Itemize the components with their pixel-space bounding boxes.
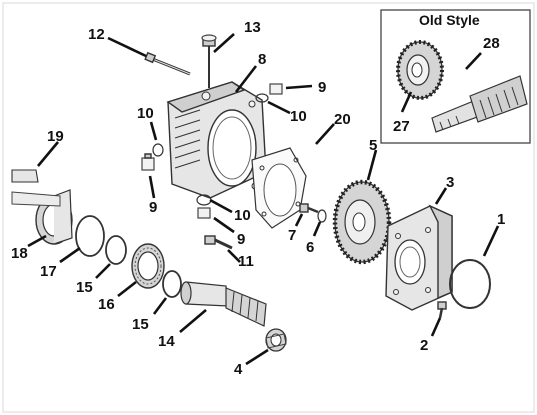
output-gear — [332, 179, 392, 265]
callout-9-lower: 9 — [237, 231, 245, 248]
leader-13 — [213, 33, 235, 53]
old-style-inset: Old Style 27 28 — [380, 9, 531, 144]
housing-fins — [174, 109, 201, 169]
oil-seal — [35, 189, 73, 245]
leader-11 — [227, 249, 241, 263]
shaft-end — [11, 169, 61, 207]
plug-upper — [255, 83, 283, 103]
callout-7: 7 — [288, 227, 296, 244]
callout-28: 28 — [483, 35, 500, 52]
callout-18: 18 — [11, 245, 28, 262]
callout-3: 3 — [446, 174, 454, 191]
leader-19 — [37, 141, 59, 167]
leader-14 — [179, 309, 207, 333]
callout-1: 1 — [497, 211, 505, 228]
callout-5: 5 — [369, 137, 377, 154]
inset-title: Old Style — [419, 12, 480, 28]
leader-6 — [312, 221, 322, 237]
old-style-gear — [396, 40, 444, 100]
callout-4: 4 — [234, 361, 243, 378]
callout-27: 27 — [393, 118, 410, 135]
leader-27 — [400, 91, 413, 113]
callout-19: 19 — [47, 128, 64, 145]
leader-2 — [430, 317, 442, 337]
callout-13: 13 — [244, 19, 261, 36]
old-style-shaft — [431, 75, 528, 133]
callout-10-upper: 10 — [290, 108, 307, 125]
ball-bearing — [131, 243, 165, 289]
callout-6: 6 — [306, 239, 314, 256]
leader-9-upper — [285, 84, 313, 90]
snap-ring-upper — [105, 235, 127, 265]
callout-2: 2 — [420, 337, 428, 354]
leader-lines — [27, 33, 500, 366]
callout-16: 16 — [98, 296, 115, 313]
leader-28 — [465, 52, 482, 70]
callout-9-left: 9 — [149, 199, 157, 216]
leader-3 — [434, 187, 448, 205]
leader-20 — [315, 123, 335, 145]
callout-numbers: 12 13 8 9 10 10 9 10 9 11 20 5 3 1 7 6 2… — [11, 19, 505, 378]
leader-15-lower — [152, 297, 168, 315]
snap-ring-lower — [162, 270, 182, 298]
callout-15-upper: 15 — [76, 279, 93, 296]
leader-16 — [117, 280, 137, 298]
leader-8 — [234, 65, 258, 93]
long-bolt — [144, 51, 191, 76]
callout-14: 14 — [158, 333, 175, 350]
leader-5 — [366, 149, 378, 181]
leader-12 — [107, 36, 147, 58]
large-o-ring — [449, 259, 491, 309]
leader-4 — [245, 348, 269, 366]
plug-lower — [196, 194, 212, 219]
needle-bearing — [265, 328, 287, 352]
callout-12: 12 — [88, 26, 105, 43]
callout-17: 17 — [40, 263, 57, 280]
leader-9-left — [148, 175, 156, 199]
leader-9-lower — [213, 216, 235, 234]
leader-18 — [27, 234, 47, 248]
leader-15-upper — [95, 263, 111, 279]
callout-11: 11 — [238, 253, 254, 270]
callout-10-left: 10 — [137, 105, 154, 122]
snap-ring-large — [75, 215, 105, 257]
callout-8: 8 — [258, 51, 266, 68]
leader-10-upper — [267, 100, 291, 115]
end-cover — [385, 204, 453, 311]
output-shaft — [180, 281, 267, 327]
leader-1 — [482, 225, 500, 257]
leader-17 — [59, 246, 81, 264]
dipstick — [201, 34, 217, 88]
leader-7 — [294, 213, 304, 227]
plug-left — [141, 143, 164, 171]
bolt-washer — [299, 203, 327, 223]
leader-10-left — [149, 121, 158, 141]
short-bolt — [204, 235, 233, 250]
callout-10-lower: 10 — [234, 207, 251, 224]
gasket — [251, 147, 307, 229]
leader-10-lower — [209, 198, 233, 214]
callout-20: 20 — [334, 111, 351, 128]
callout-9-upper: 9 — [318, 79, 326, 96]
callout-15-lower: 15 — [132, 316, 149, 333]
cover-bolt — [437, 301, 447, 319]
main-housing — [166, 81, 267, 199]
